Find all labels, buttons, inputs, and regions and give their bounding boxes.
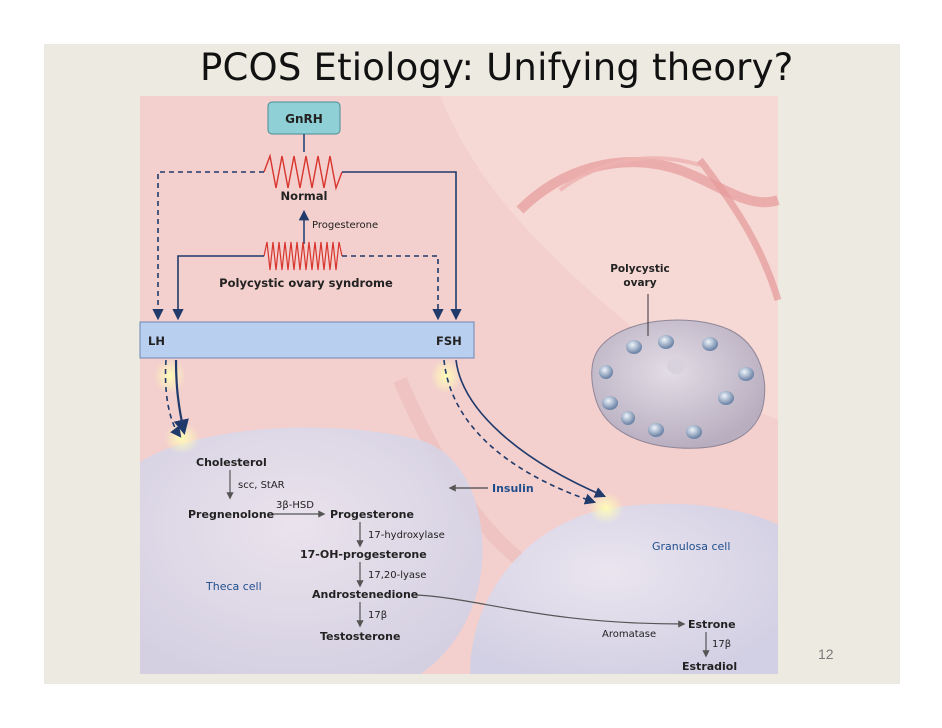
theca-cell-label: Theca cell <box>205 580 262 593</box>
scc-star-label: scc, StAR <box>238 480 285 491</box>
tube-highlight <box>558 156 701 192</box>
theca-cell-shape <box>140 427 483 674</box>
lh-label: LH <box>148 334 165 348</box>
normal-to-fsh-arrow <box>342 171 462 321</box>
pcos-to-lh-arrow <box>172 255 264 321</box>
tube-fimbria <box>697 157 782 302</box>
cyst <box>738 367 754 381</box>
progesterone-feedback-label: Progesterone <box>312 220 378 231</box>
lh-glow <box>154 358 186 394</box>
fallopian-tube <box>516 157 780 214</box>
lh-fsh-bar <box>139 321 475 359</box>
slide-title: PCOS Etiology: Unifying theory? <box>200 46 794 89</box>
polycystic-ovary <box>591 319 766 449</box>
cyst <box>648 423 664 437</box>
normal-label: Normal <box>281 189 328 203</box>
granulosa-glow <box>588 492 624 524</box>
testosterone-label: Testosterone <box>320 630 400 643</box>
insulin-label: Insulin <box>492 482 534 495</box>
androstenedione-label: Androstenedione <box>312 588 418 601</box>
ovary-cysts <box>599 335 754 439</box>
fsh-dashed-to-granulosa <box>443 359 597 505</box>
page-number: 12 <box>818 646 834 662</box>
androstenedione-to-estrone-arrow <box>415 594 686 628</box>
polycystic-ovary-label-1: Polycystic <box>610 263 670 275</box>
estradiol-label: Estradiol <box>682 660 737 673</box>
granulosa-cell-shape <box>470 503 778 674</box>
fsh-label: FSH <box>436 334 462 348</box>
cyst <box>621 411 635 425</box>
aromatase-label: Aromatase <box>602 629 656 640</box>
pcos-to-fsh-arrow <box>342 255 444 321</box>
fsh-glow <box>430 358 462 394</box>
cyst <box>667 358 685 374</box>
cholesterol-label: Cholesterol <box>196 456 267 469</box>
beta17-b-label: 17β <box>712 639 731 650</box>
pcos-pulse-waveform <box>263 241 343 271</box>
progesterone-label: Progesterone <box>330 508 414 521</box>
cyst <box>686 425 702 439</box>
pcos-label: Polycystic ovary syndrome <box>219 276 393 290</box>
cyst <box>718 391 734 405</box>
cyst <box>599 365 613 379</box>
oh-progesterone-label: 17-OH-progesterone <box>300 548 427 561</box>
normal-pulse-waveform <box>263 153 343 191</box>
hsd-label: 3β-HSD <box>276 500 314 511</box>
polycystic-ovary-label-2: ovary <box>623 277 656 289</box>
gnrh-label: GnRH <box>285 112 323 126</box>
granulosa-cell-label: Granulosa cell <box>652 540 730 553</box>
cyst <box>626 340 642 354</box>
beta17-a-label: 17β <box>368 610 387 621</box>
pregnenolone-label: Pregnenolone <box>188 508 274 521</box>
cyst <box>702 337 718 351</box>
cyst <box>658 335 674 349</box>
hydroxylase-label: 17-hydroxylase <box>368 530 445 541</box>
fsh-solid-to-granulosa <box>455 359 607 498</box>
lh-solid-to-theca <box>173 359 189 436</box>
cyst <box>602 396 618 410</box>
lyase-label: 17,20-lyase <box>368 570 426 581</box>
estrone-label: Estrone <box>688 618 736 631</box>
